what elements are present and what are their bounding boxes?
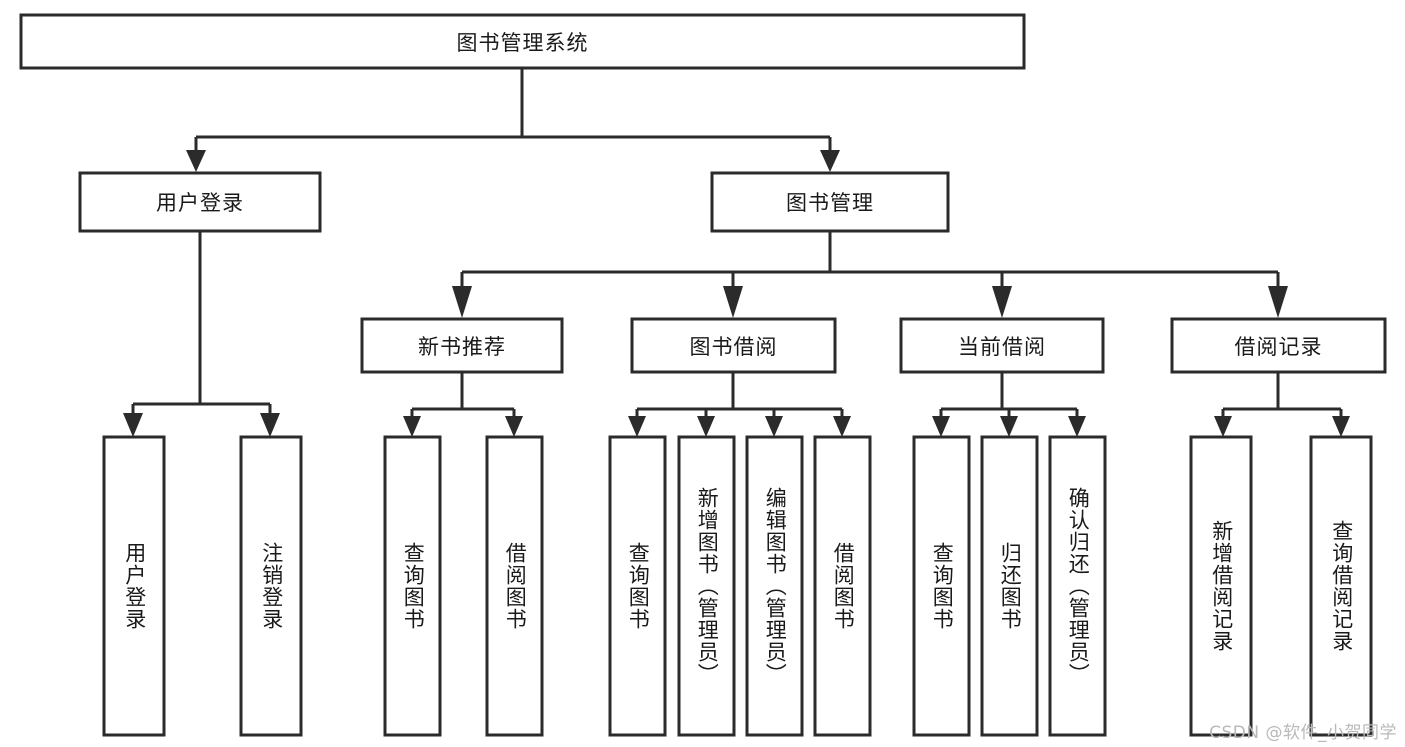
arrow-head-current-borrow xyxy=(992,286,1012,318)
node-borrow-books-box[interactable] xyxy=(630,317,837,374)
node-leaf-borrow-3-box[interactable] xyxy=(745,435,804,737)
arrow-head-current-leaf-1 xyxy=(932,416,950,437)
arrow-head-new-books-leaf-2 xyxy=(505,416,523,437)
node-current-borrow-box[interactable] xyxy=(899,317,1105,374)
node-leaf-borrow-2-box[interactable] xyxy=(677,435,736,737)
arrow-head-to-book-mgmt xyxy=(820,150,840,172)
node-leaf-new-books-1-box[interactable] xyxy=(383,435,442,737)
node-leaf-borrow-1-box[interactable] xyxy=(608,435,667,737)
node-borrow-records-box[interactable] xyxy=(1170,317,1387,374)
arrow-head-user-login-2 xyxy=(260,413,280,437)
arrow-head-user-login-1 xyxy=(123,413,143,437)
arrow-head-borrow-leaf-4 xyxy=(833,416,851,437)
node-leaf-records-2-box[interactable] xyxy=(1309,435,1373,737)
node-leaf-borrow-4-box[interactable] xyxy=(813,435,872,737)
node-leaf-user-login-2-box[interactable] xyxy=(239,435,303,737)
arrow-head-borrow-leaf-3 xyxy=(765,416,783,437)
node-user-login-box[interactable] xyxy=(78,171,322,233)
node-leaf-new-books-2-box[interactable] xyxy=(485,435,544,737)
arrow-head-borrow-leaf-2 xyxy=(697,416,715,437)
arrow-head-records-leaf-1 xyxy=(1214,416,1232,437)
arrow-head-records-leaf-2 xyxy=(1332,416,1350,437)
node-new-books-box[interactable] xyxy=(360,317,564,374)
arrow-head-current-leaf-3 xyxy=(1068,416,1086,437)
node-book-management-box[interactable] xyxy=(710,171,950,233)
node-leaf-records-1-box[interactable] xyxy=(1189,435,1253,737)
node-root-box[interactable] xyxy=(19,13,1026,70)
node-leaf-current-2-box[interactable] xyxy=(980,435,1039,737)
arrow-head-borrow-records xyxy=(1268,286,1288,318)
arrow-head-borrow-leaf-1 xyxy=(628,416,646,437)
arrow-head-to-user-login xyxy=(186,150,206,172)
node-leaf-user-login-1-box[interactable] xyxy=(102,435,166,737)
node-leaf-current-1-box[interactable] xyxy=(912,435,971,737)
arrow-head-new-books xyxy=(452,286,472,318)
arrow-head-new-books-leaf-1 xyxy=(403,416,421,437)
node-leaf-current-3-box[interactable] xyxy=(1048,435,1107,737)
arrow-head-current-leaf-2 xyxy=(1000,416,1018,437)
arrow-head-borrow-books xyxy=(723,286,743,318)
